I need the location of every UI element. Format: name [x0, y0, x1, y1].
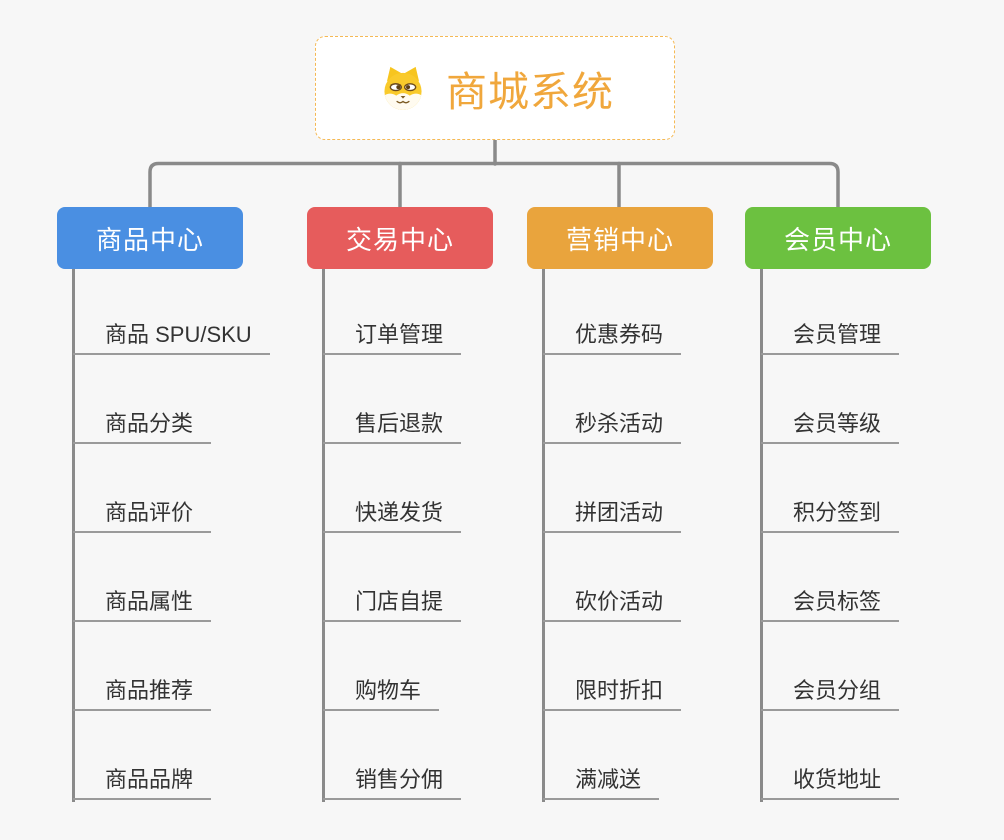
leaf-node[interactable]: 会员标签 — [761, 586, 900, 622]
leaf-node[interactable]: 秒杀活动 — [543, 408, 682, 444]
leaf-node[interactable]: 满减送 — [543, 764, 660, 800]
leaf-node[interactable]: 商品评价 — [73, 497, 212, 533]
leaf-node[interactable]: 限时折扣 — [543, 675, 682, 711]
root-node[interactable]: 商城系统 — [315, 36, 675, 140]
root-title: 商城系统 — [446, 69, 614, 115]
leaf-node[interactable]: 商品 SPU/SKU — [73, 319, 270, 355]
leaf-node[interactable]: 订单管理 — [323, 319, 462, 355]
leaf-node[interactable]: 砍价活动 — [543, 586, 682, 622]
leaf-node[interactable]: 门店自提 — [323, 586, 462, 622]
leaf-node[interactable]: 会员分组 — [761, 675, 900, 711]
branch-node-member-center[interactable]: 会员中心 — [745, 207, 931, 269]
leaf-node[interactable]: 会员管理 — [761, 319, 900, 355]
leaf-node[interactable]: 商品属性 — [73, 586, 212, 622]
leaf-node[interactable]: 售后退款 — [323, 408, 462, 444]
leaf-node[interactable]: 快递发货 — [323, 497, 462, 533]
branch-node-product-center[interactable]: 商品中心 — [57, 207, 243, 269]
leaf-node[interactable]: 收货地址 — [761, 764, 900, 800]
leaf-node[interactable]: 优惠券码 — [543, 319, 682, 355]
branch-node-marketing-center[interactable]: 营销中心 — [527, 207, 713, 269]
leaf-node[interactable]: 会员等级 — [761, 408, 900, 444]
leaf-node[interactable]: 积分签到 — [761, 497, 900, 533]
shiba-dog-icon — [376, 61, 430, 115]
leaf-node[interactable]: 购物车 — [323, 675, 440, 711]
leaf-node[interactable]: 商品分类 — [73, 408, 212, 444]
leaf-node[interactable]: 商品品牌 — [73, 764, 212, 800]
leaf-node[interactable]: 拼团活动 — [543, 497, 682, 533]
leaf-node[interactable]: 销售分佣 — [323, 764, 462, 800]
branch-node-trade-center[interactable]: 交易中心 — [307, 207, 493, 269]
leaf-node[interactable]: 商品推荐 — [73, 675, 212, 711]
